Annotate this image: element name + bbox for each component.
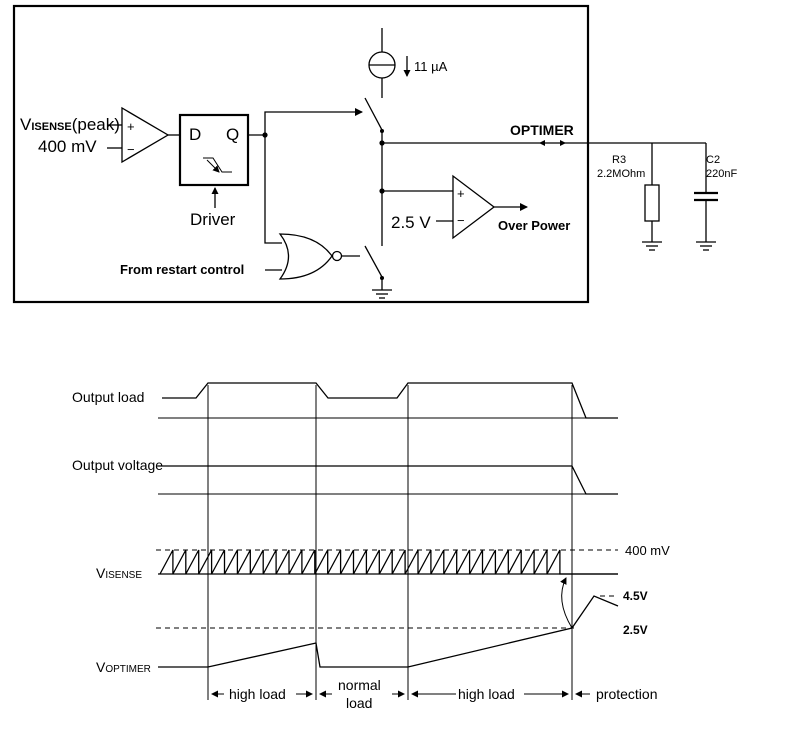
comp2-plus-sign: + — [457, 186, 465, 201]
output-voltage-waveform — [158, 465, 618, 495]
phase-normal-line1: normal — [338, 677, 381, 693]
phase-annotations: high load normal load high load protecti… — [211, 677, 657, 711]
nor-gate — [278, 233, 360, 280]
visense-peak-label: VISENSE(peak) — [20, 115, 120, 134]
optimer-pin-label: OPTIMER — [510, 122, 574, 138]
current-source-11ua: 11 µA — [368, 28, 448, 98]
phase-protection: protection — [596, 686, 657, 702]
circuit-schematic: VISENSE(peak) 400 mV + − D Q Driver Fr — [12, 4, 737, 304]
voptimer-label: VOPTIMER — [96, 659, 151, 675]
threshold-400mv-label: 400 mV — [38, 137, 97, 156]
r3-value: 2.2MOhm — [597, 168, 645, 180]
peak-comparator: + − — [107, 106, 180, 164]
comp1-minus-sign: − — [127, 142, 135, 157]
c2-name: C2 — [706, 154, 720, 166]
output-load-waveform — [162, 382, 618, 419]
trigger-curved-arrow — [560, 577, 573, 629]
latch-block: D Q Driver — [178, 113, 250, 229]
ic-boundary-box — [12, 4, 590, 304]
charge-switch — [364, 97, 384, 133]
ref-2-5v-label: 2.5 V — [391, 213, 431, 232]
latch-q-label: Q — [226, 125, 239, 144]
level-2-5v-label: 2.5V — [623, 623, 648, 637]
comp2-minus-sign: − — [457, 213, 465, 228]
visense-label: VISENSE — [96, 565, 142, 581]
level-400mv-label: 400 mV — [625, 543, 670, 558]
phase-high-load-1: high load — [229, 686, 286, 702]
over-power-label: Over Power — [498, 218, 570, 233]
r3-name: R3 — [612, 154, 626, 166]
level-4-5v-label: 4.5V — [623, 589, 648, 603]
optimer-right-arrow-icon — [560, 140, 566, 146]
driver-label: Driver — [190, 210, 236, 229]
resistor-r3: R3 2.2MOhm — [597, 143, 662, 251]
phase-normal-line2: load — [346, 695, 372, 711]
restart-control-label: From restart control — [120, 262, 244, 277]
over-power-comparator: + − 2.5 V Over Power — [382, 174, 570, 240]
phase-high-load-2: high load — [458, 686, 515, 702]
capacitor-c2: C2 220nF — [694, 143, 737, 251]
visense-sawtooth-waveform — [159, 549, 618, 575]
voptimer-waveform — [158, 595, 619, 668]
output-load-label: Output load — [72, 389, 144, 405]
comp1-plus-sign: + — [127, 119, 135, 134]
current-source-label: 11 µA — [414, 59, 448, 74]
discharge-switch — [364, 245, 392, 299]
optimer-left-arrow-icon — [539, 140, 545, 146]
timing-diagram: Output load Output voltage VISENSE 400 m… — [72, 382, 670, 711]
c2-value: 220nF — [706, 168, 737, 180]
output-voltage-label: Output voltage — [72, 457, 163, 473]
latch-d-label: D — [189, 125, 201, 144]
